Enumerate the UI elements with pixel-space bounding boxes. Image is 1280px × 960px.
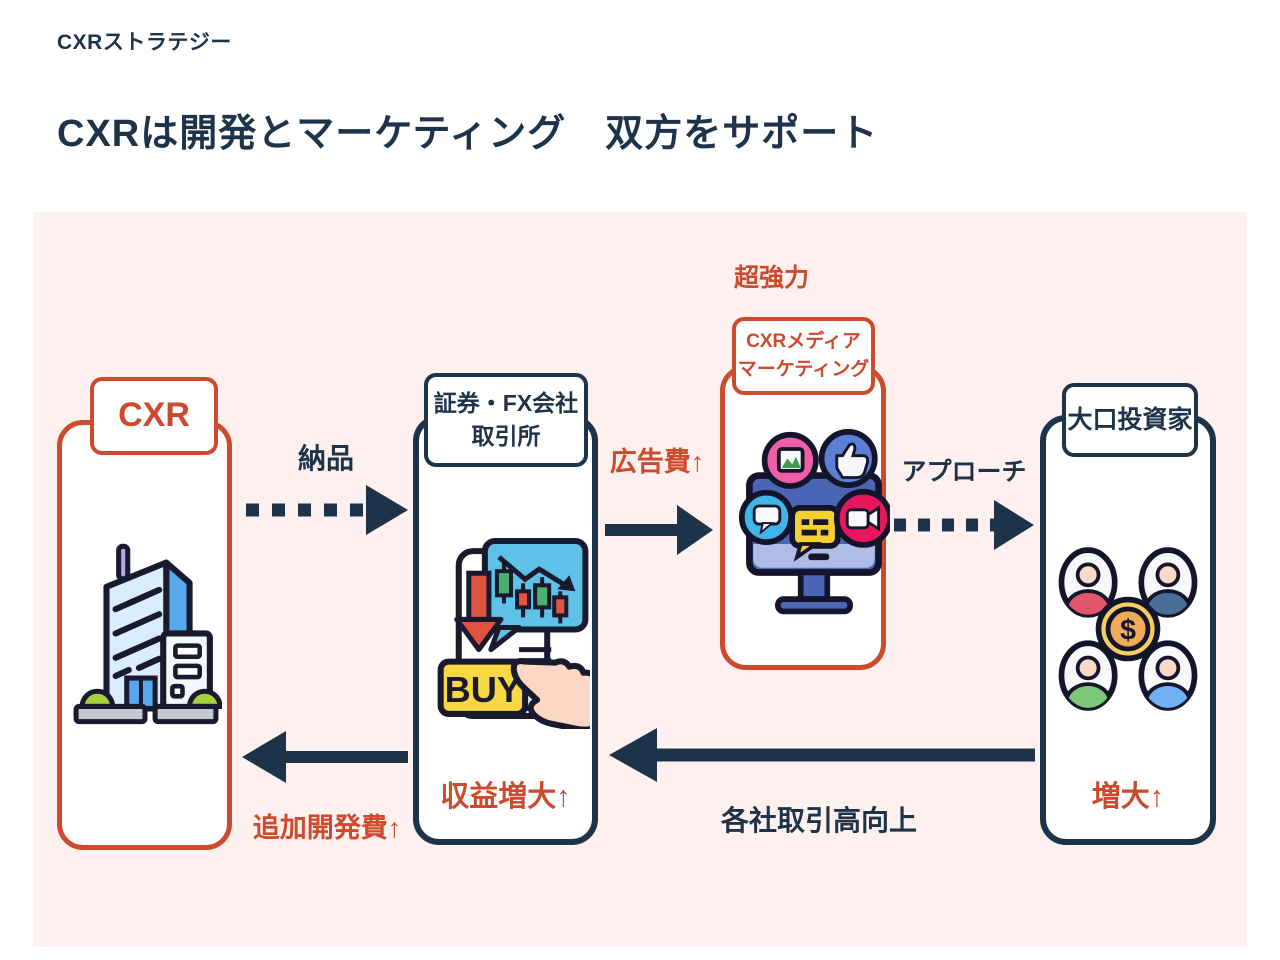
svg-text:BUY: BUY: [445, 669, 521, 710]
ad-cost-arrow: [605, 505, 713, 555]
company-building-icon: [73, 543, 222, 725]
node-media-label-chip: CXRメディア マーケティング: [732, 317, 875, 395]
node-cxr-label: CXR: [118, 396, 190, 435]
page-title: CXRは開発とマーケティング 双方をサポート: [57, 113, 879, 155]
approach-arrow: [894, 500, 1034, 550]
stock-buy-icon: BUY: [437, 538, 590, 729]
delivery-arrow: [246, 485, 408, 535]
node-investors-label: 大口投資家: [1067, 405, 1193, 434]
dev-cost-arrow: [242, 731, 408, 783]
svg-text:$: $: [1120, 614, 1136, 646]
node-exchange-label-chip: 証券・FX会社 取引所: [424, 373, 588, 467]
media-marketing-icon: [738, 429, 890, 615]
approach-arrow-label: アプローチ: [901, 458, 1027, 486]
delivery-arrow-label: 納品: [297, 443, 354, 474]
node-cxr-label-chip: CXR: [90, 377, 218, 455]
node-exchange-label-line1: 証券・FX会社: [433, 389, 579, 416]
dev-cost-arrow-label: 追加開発費↑: [252, 813, 402, 843]
node-media-label-line2: マーケティング: [737, 359, 870, 380]
trade-volume-arrow: [609, 728, 1035, 782]
trade-volume-arrow-label: 各社取引高向上: [720, 805, 917, 836]
media-power-badge: 超強力: [734, 264, 810, 292]
node-investors-label-chip: 大口投資家: [1062, 383, 1198, 457]
node-investors-bottom-label: 増大↑: [1091, 781, 1165, 813]
node-media-label-line1: CXRメディア: [746, 331, 861, 353]
node-exchange-label-line2: 取引所: [471, 423, 541, 449]
ad-cost-arrow-label: 広告費↑: [609, 447, 705, 477]
node-exchange-bottom-label: 収益増大↑: [440, 781, 571, 813]
slide-eyebrow: CXRストラテジー: [57, 31, 232, 54]
investors-network-icon: $: [1058, 547, 1198, 711]
